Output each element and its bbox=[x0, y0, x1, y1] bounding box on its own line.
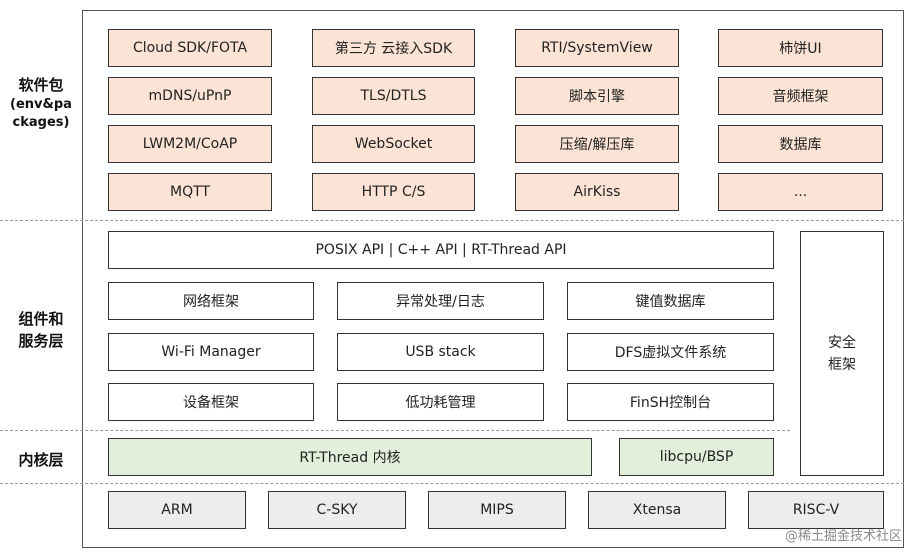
component-box: 异常处理/日志 bbox=[337, 282, 544, 320]
package-box: 数据库 bbox=[718, 125, 883, 163]
component-box: USB stack bbox=[337, 333, 544, 371]
components-layer-label: 组件和 服务层 bbox=[0, 308, 82, 352]
package-box: WebSocket bbox=[312, 125, 475, 163]
package-box: TLS/DTLS bbox=[312, 77, 475, 115]
component-box: Wi-Fi Manager bbox=[108, 333, 314, 371]
component-box: 网络框架 bbox=[108, 282, 314, 320]
package-box: AirKiss bbox=[515, 173, 679, 211]
arch-box: C-SKY bbox=[268, 491, 406, 529]
package-box: RTI/SystemView bbox=[515, 29, 679, 67]
package-box: Cloud SDK/FOTA bbox=[108, 29, 272, 67]
package-box: 脚本引擎 bbox=[515, 77, 679, 115]
packages-layer-label: 软件包 (env&pa ckages) bbox=[0, 74, 82, 132]
package-box: 压缩/解压库 bbox=[515, 125, 679, 163]
kernel-bsp-box: libcpu/BSP bbox=[619, 438, 774, 476]
security-framework-label-line-1: 安全 bbox=[828, 334, 856, 351]
package-box: 柿饼UI bbox=[718, 29, 883, 67]
packages-layer-subtitle-2: ckages) bbox=[12, 115, 70, 130]
components-layer-label-line-1: 组件和 bbox=[18, 310, 64, 328]
component-box: 低功耗管理 bbox=[337, 383, 544, 421]
separator-packages-components bbox=[0, 220, 904, 221]
kernel-layer-label: 内核层 bbox=[18, 451, 64, 469]
packages-layer-subtitle-1: (env&pa bbox=[10, 97, 72, 112]
package-box: mDNS/uPnP bbox=[108, 77, 272, 115]
package-box: MQTT bbox=[108, 173, 272, 211]
separator-components-kernel bbox=[0, 430, 790, 431]
watermark-text: @稀土掘金技术社区 bbox=[784, 529, 902, 544]
api-bar: POSIX API | C++ API | RT-Thread API bbox=[108, 231, 774, 269]
component-box: FinSH控制台 bbox=[567, 383, 774, 421]
packages-layer-title: 软件包 bbox=[18, 76, 64, 94]
components-layer-label-line-2: 服务层 bbox=[18, 332, 64, 350]
security-framework-label-line-2: 框架 bbox=[828, 356, 856, 373]
arch-box: Xtensa bbox=[588, 491, 726, 529]
separator-kernel-arch bbox=[0, 483, 904, 484]
package-box: 第三方 云接入SDK bbox=[312, 29, 475, 67]
component-box: DFS虚拟文件系统 bbox=[567, 333, 774, 371]
security-framework-box: 安全 框架 bbox=[800, 231, 884, 476]
arch-box: RISC-V bbox=[748, 491, 884, 529]
package-box: HTTP C/S bbox=[312, 173, 475, 211]
component-box: 设备框架 bbox=[108, 383, 314, 421]
package-box: LWM2M/CoAP bbox=[108, 125, 272, 163]
arch-box: MIPS bbox=[428, 491, 566, 529]
package-box: ... bbox=[718, 173, 883, 211]
component-box: 键值数据库 bbox=[567, 282, 774, 320]
kernel-core-box: RT-Thread 内核 bbox=[108, 438, 592, 476]
package-box: 音频框架 bbox=[718, 77, 883, 115]
arch-box: ARM bbox=[108, 491, 246, 529]
